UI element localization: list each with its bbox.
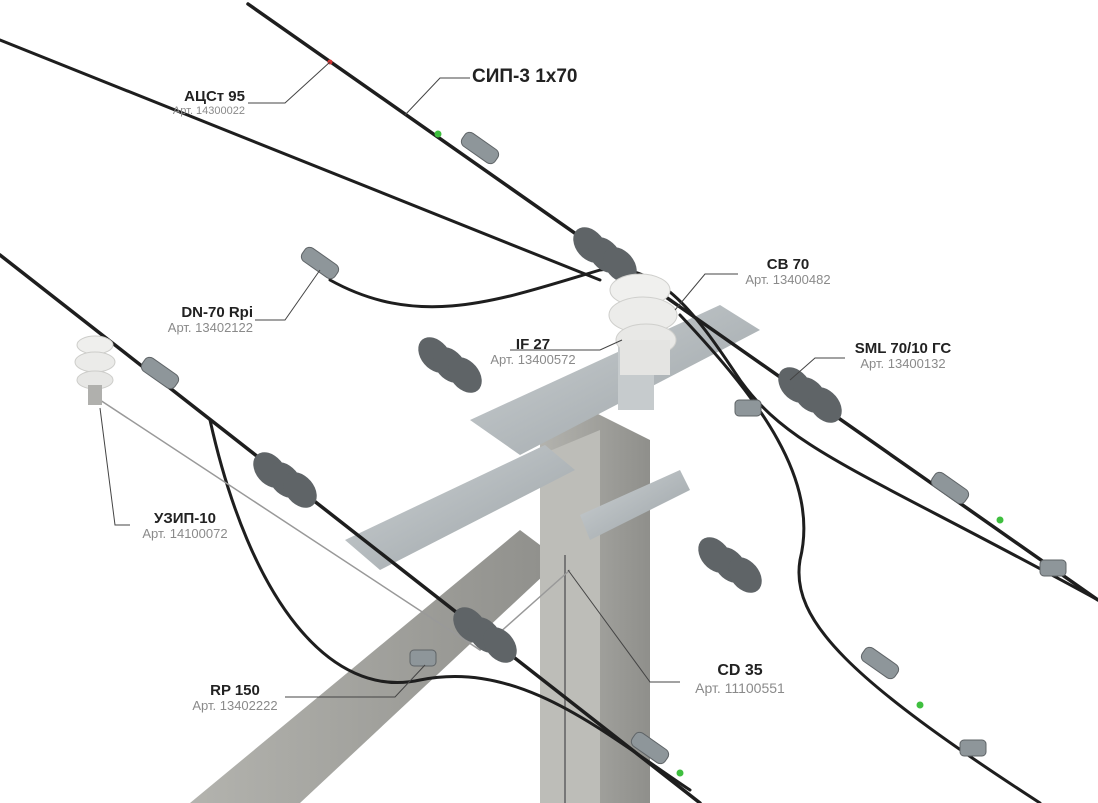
leader-if27 [510,339,623,351]
label-article: Арт. 13402122 [167,320,253,336]
pin-insulator-if27 [608,273,678,375]
pole-front-face [540,430,600,803]
cable-drop [678,313,1042,803]
insulator-string-top [573,227,637,283]
label-name: DN-70 Rpi [181,304,253,321]
leader-sml70 [789,357,845,381]
cable-left [0,253,702,803]
crossarm-plate [345,445,575,570]
label-article: Арт. 13402222 [192,698,278,714]
label-article: Арт. 14300022 [172,105,245,118]
insulator-string-lower-right [698,537,762,593]
leader-cd35 [567,569,680,683]
leader-dn70 [255,269,321,321]
label-name: АЦСт 95 [184,88,245,105]
label-name: RP 150 [210,682,260,699]
label-sml70: SML 70/10 ГС Арт. 13400132 [843,340,963,372]
leader-lines [99,61,845,698]
label-rp150: RP 150 Арт. 13402222 [185,682,285,714]
label-if27: IF 27 Арт. 13400572 [485,336,581,368]
crossarm-top [470,305,760,455]
label-article: Арт. 14100072 [142,526,228,542]
insulator-string-left [253,452,317,508]
label-article: Арт. 13400132 [860,356,946,372]
insulator-string-right [778,367,842,423]
label-sip3: СИП-3 1x70 [472,66,577,88]
fittings [140,131,1067,765]
leader-sip3 [404,77,470,116]
label-article: Арт. 11100551 [695,680,785,697]
leader-uzip10 [99,407,130,526]
label-dn70: DN-70 Rpi Арт. 13402122 [148,304,253,336]
label-name: УЗИП-10 [154,510,216,527]
support-cable [99,399,571,651]
label-acst95: АЦСт 95 Арт. 14300022 [170,88,245,118]
label-name: SML 70/10 ГС [854,340,952,357]
insulator-string-mid [418,337,482,393]
surge-arrester-uzip10 [74,335,116,405]
cable-end-caps [434,130,1004,777]
label-cb70: CB 70 Арт. 13400482 [728,256,848,288]
label-article: Арт. 13400572 [490,352,576,368]
label-name: CD 35 [717,662,763,679]
insulators [253,227,842,663]
leader-rp150 [285,664,426,698]
label-cd35: CD 35 Арт. 11100551 [680,662,800,696]
cable-sip3 [246,2,1098,602]
cable-acst95 [0,38,602,282]
leader-cb70 [674,273,738,311]
label-name: IF 27 [515,336,551,353]
label-uzip10: УЗИП-10 Арт. 14100072 [130,510,240,542]
insulator-string-lower [453,607,517,663]
label-name: СИП-3 1x70 [472,66,578,87]
cable-mid [328,267,1098,602]
crossarm-right [580,470,690,540]
leader-acst95 [248,61,331,104]
concrete-strut [190,530,560,803]
label-name: CB 70 [766,256,810,273]
cable-lower [208,418,692,792]
label-article: Арт. 13400482 [745,272,831,288]
